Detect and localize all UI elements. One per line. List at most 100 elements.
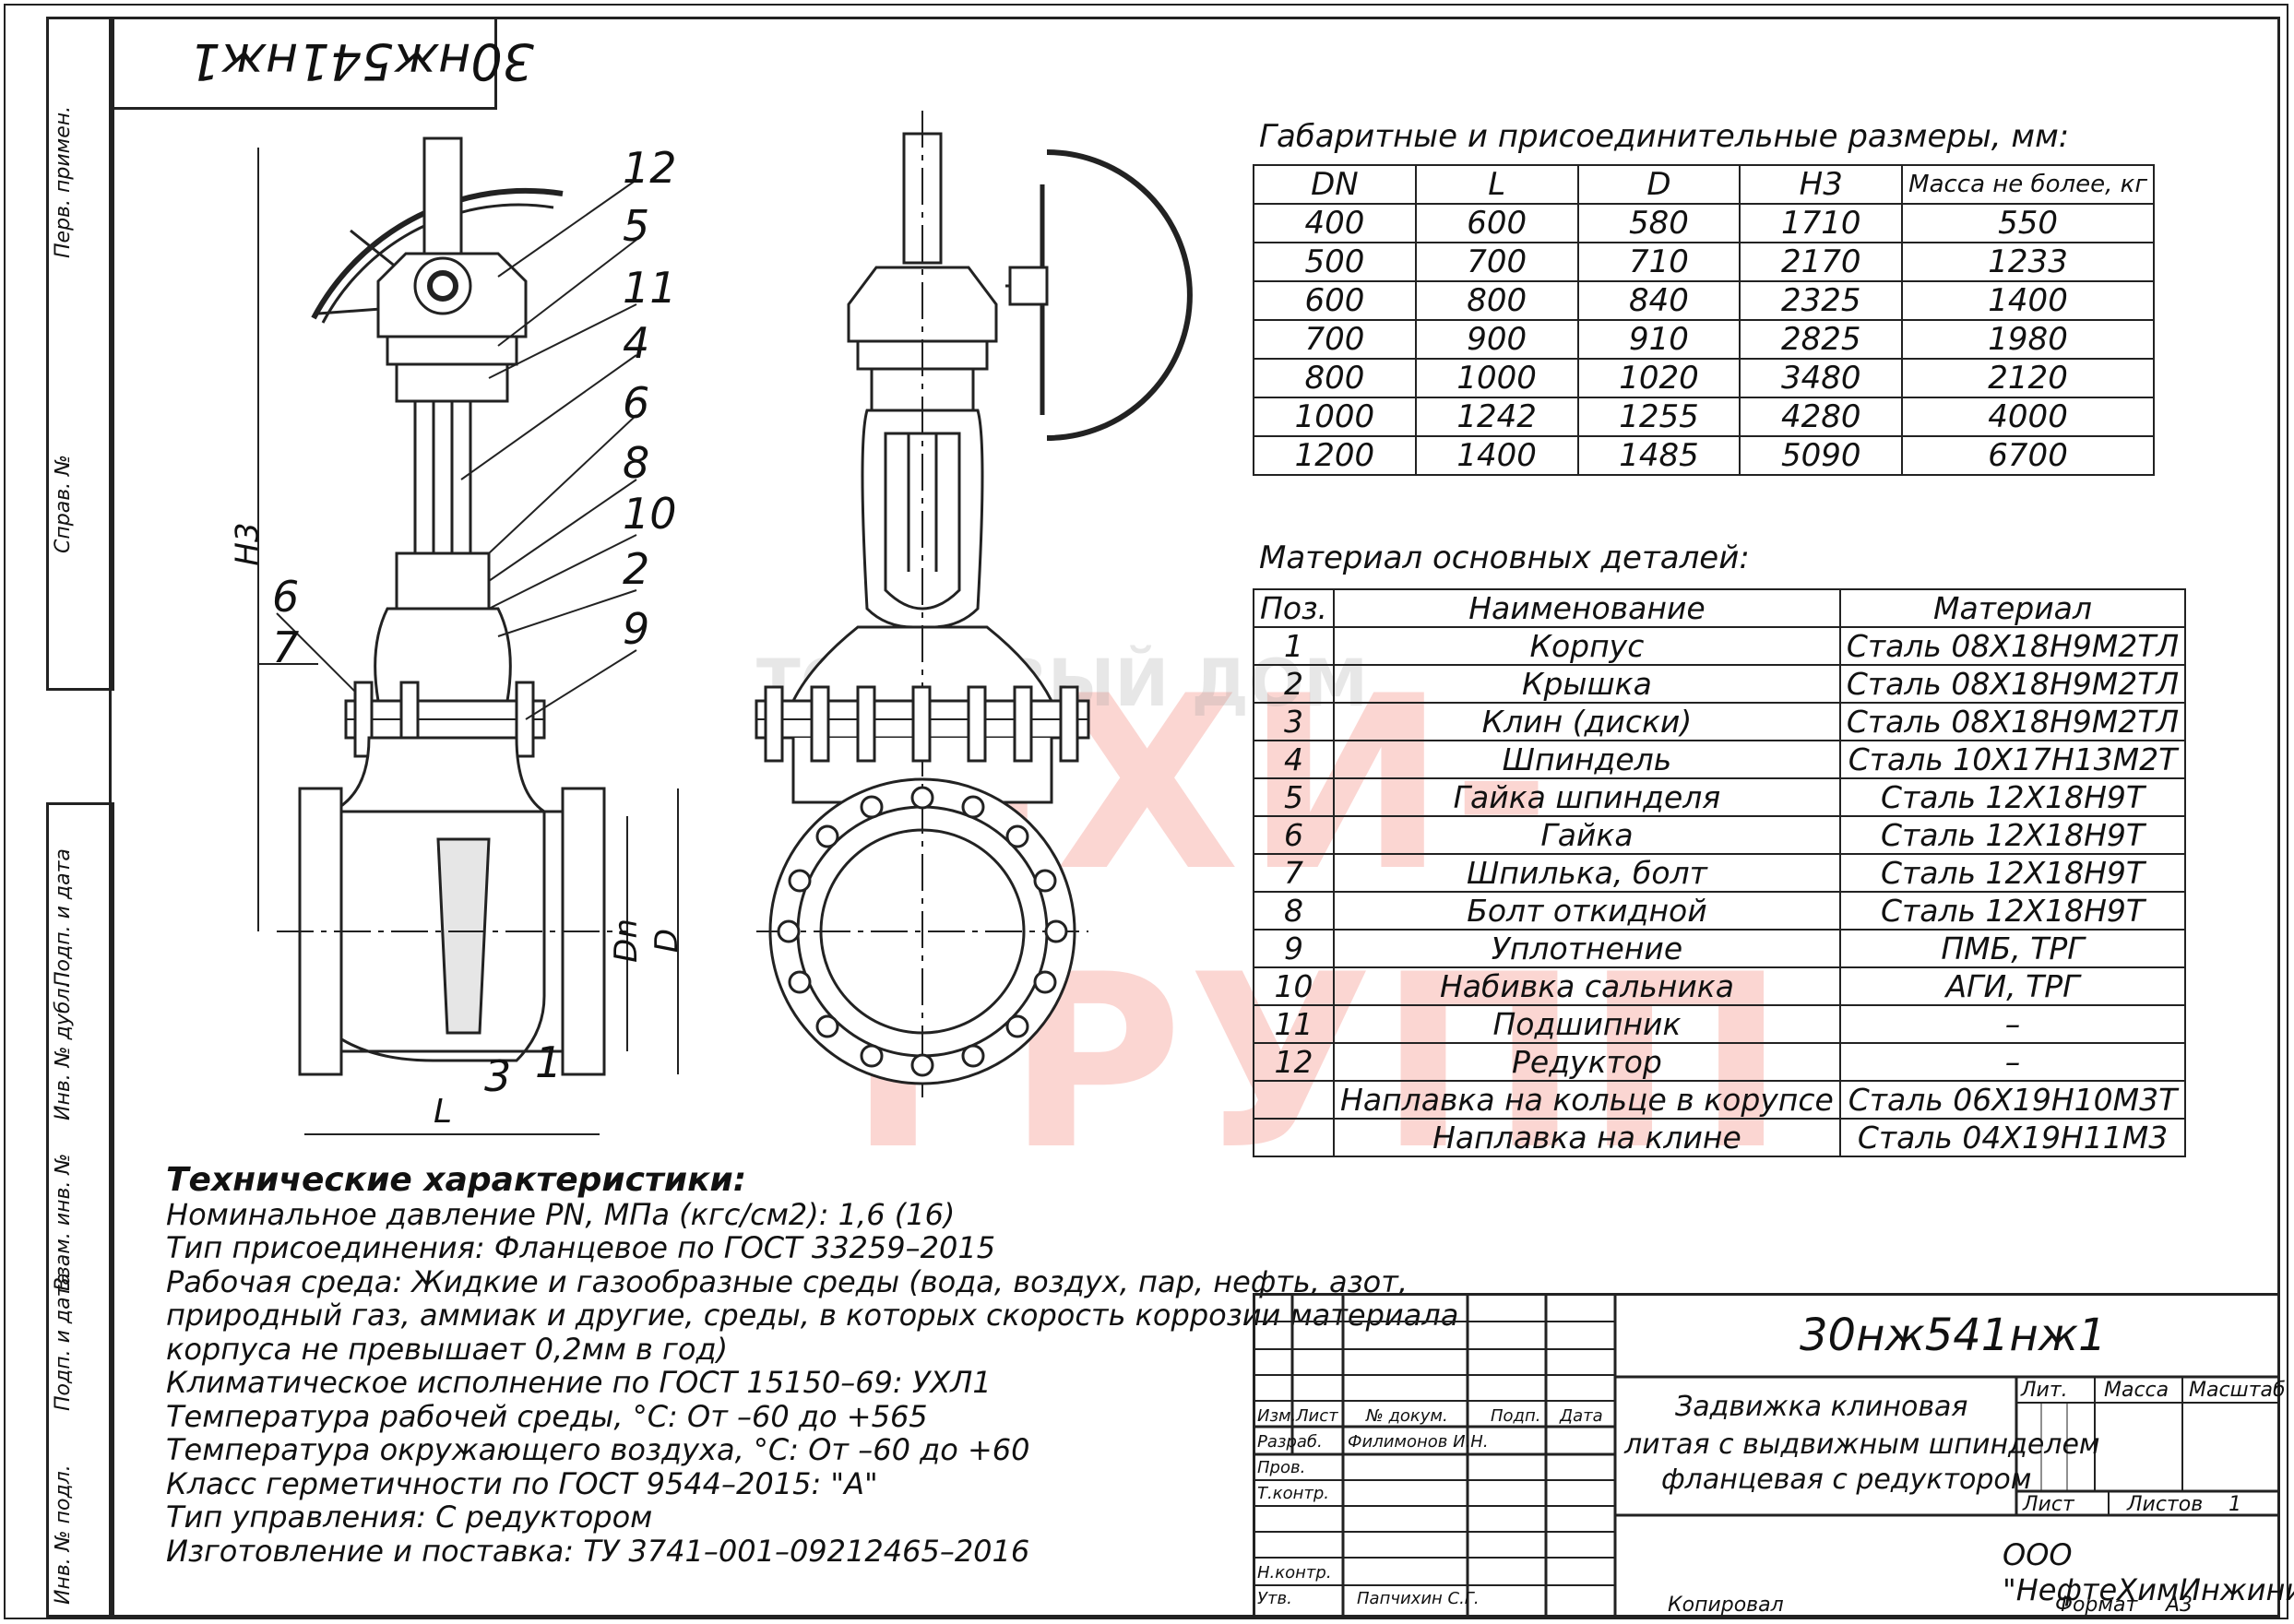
title-row-utv: Утв. bbox=[1257, 1589, 1292, 1608]
callout-1: 1 bbox=[535, 1037, 563, 1087]
dims-cell: 6700 bbox=[1901, 435, 2155, 476]
dim-d-label: D bbox=[648, 928, 686, 954]
dims-cell: 1980 bbox=[1901, 319, 2155, 360]
format-label: Формат bbox=[2055, 1594, 2138, 1617]
title-block: 30нж541нж1 Задвижка клиновая литая с выд… bbox=[1253, 1293, 2294, 1618]
dims-cell: 550 bbox=[1901, 203, 2155, 243]
materials-cell: Наплавка на кольце в корупсе bbox=[1333, 1080, 1841, 1120]
title-company: ООО "НефтеХимИнжиниринг" bbox=[2003, 1537, 2294, 1607]
code-box bbox=[109, 17, 497, 110]
title-block-grid bbox=[1255, 1296, 2277, 1615]
callout-6-left: 6 bbox=[272, 572, 300, 622]
specs-line: Изготовление и поставка: ТУ 3741–001–092… bbox=[166, 1533, 1030, 1569]
dims-cell: 840 bbox=[1576, 280, 1741, 321]
callout-9: 9 bbox=[623, 604, 650, 654]
materials-cell: Сталь 10Х17Н13М2Т bbox=[1838, 740, 2187, 779]
materials-cell: Сталь 06Х19Н10М3Т bbox=[1838, 1080, 2187, 1120]
materials-heading: Материал основных деталей: bbox=[1259, 539, 1750, 576]
specs-line: Климатическое исполнение по ГОСТ 15150–6… bbox=[166, 1365, 992, 1400]
title-col-list: Лист bbox=[1296, 1406, 1338, 1426]
specs-heading: Технические характеристики: bbox=[166, 1161, 747, 1199]
specs-line: корпуса не превышает 0,2мм в год) bbox=[166, 1331, 729, 1367]
sheet-border bbox=[4, 4, 2288, 1619]
dims-header-row: DN L D H3 Масса не более, кг bbox=[1253, 164, 2155, 205]
dims-cell: 1020 bbox=[1576, 358, 1741, 398]
specs-line: Температура окружающего воздуха, °С: От … bbox=[166, 1432, 1030, 1467]
dims-cell: 1710 bbox=[1739, 203, 1904, 243]
dims-cell: 1485 bbox=[1576, 435, 1741, 476]
title-code: 30нж541нж1 bbox=[1800, 1310, 2107, 1361]
title-col-sign: Подп. bbox=[1491, 1406, 1541, 1426]
title-lit-label: Лит. bbox=[2021, 1379, 2068, 1402]
specs-block: Технические характеристики: Номинальное … bbox=[166, 1161, 1458, 1569]
dims-cell: 4000 bbox=[1901, 397, 2155, 437]
materials-cell: Подшипник bbox=[1333, 1004, 1841, 1044]
dims-cell: 910 bbox=[1576, 319, 1741, 360]
dims-cell: 710 bbox=[1576, 242, 1741, 282]
dims-heading: Габаритные и присоединительные размеры, … bbox=[1259, 118, 2070, 155]
callout-12: 12 bbox=[623, 143, 677, 193]
dims-cell: 1242 bbox=[1414, 397, 1579, 437]
materials-cell: – bbox=[1838, 1004, 2187, 1044]
materials-cell bbox=[1252, 1118, 1336, 1157]
dims-cell: 2825 bbox=[1739, 319, 1904, 360]
materials-cell: Сталь 08Х18Н9М2ТЛ bbox=[1838, 664, 2187, 704]
materials-cell: 1 bbox=[1252, 626, 1336, 666]
handwheel-right bbox=[1046, 149, 1193, 441]
title-name-line1: Задвижка клиновая bbox=[1675, 1391, 1968, 1423]
title-row-nkontr: Н.контр. bbox=[1257, 1563, 1332, 1583]
materials-cell: Сталь 12Х18Н9Т bbox=[1838, 815, 2187, 855]
specs-line: Рабочая среда: Жидкие и газообразные сре… bbox=[166, 1263, 1408, 1299]
dims-header-h3: H3 bbox=[1739, 164, 1904, 205]
materials-cell: Сталь 08Х18Н9М2ТЛ bbox=[1838, 626, 2187, 666]
dims-cell: 1255 bbox=[1576, 397, 1741, 437]
dims-cell: 2325 bbox=[1739, 280, 1904, 321]
materials-cell: Гайка шпинделя bbox=[1333, 777, 1841, 817]
dims-cell: 1000 bbox=[1253, 397, 1417, 437]
materials-cell: 5 bbox=[1252, 777, 1336, 817]
dims-cell: 600 bbox=[1414, 203, 1579, 243]
dims-header-d: D bbox=[1576, 164, 1741, 205]
materials-cell: Сталь 12Х18Н9Т bbox=[1838, 853, 2187, 893]
left-strip-bottom bbox=[46, 802, 114, 1618]
left-strip-top bbox=[46, 17, 114, 691]
materials-cell: Редуктор bbox=[1333, 1042, 1841, 1082]
materials-cell: 11 bbox=[1252, 1004, 1336, 1044]
callout-11: 11 bbox=[623, 263, 677, 313]
title-mass-label: Масса bbox=[2104, 1379, 2169, 1402]
title-name-line3: фланцевая с редуктором bbox=[1661, 1464, 2032, 1496]
materials-cell: ПМБ, ТРГ bbox=[1838, 929, 2187, 968]
materials-header-row: Поз. Наименование Материал bbox=[1252, 588, 2187, 628]
specs-line: Температура рабочей среды, °С: От –60 до… bbox=[166, 1398, 928, 1434]
materials-cell: 7 bbox=[1252, 853, 1336, 893]
materials-cell: Уплотнение bbox=[1333, 929, 1841, 968]
materials-cell bbox=[1252, 1080, 1336, 1120]
dims-cell: 1233 bbox=[1901, 242, 2155, 282]
title-sheets-label: Листов bbox=[2127, 1493, 2204, 1516]
title-developer: Филимонов И.Н. bbox=[1348, 1432, 1489, 1452]
materials-cell: Сталь 04Х19Н11М3 bbox=[1838, 1118, 2187, 1157]
materials-cell: – bbox=[1838, 1042, 2187, 1082]
materials-cell: 4 bbox=[1252, 740, 1336, 779]
dims-cell: 700 bbox=[1253, 319, 1417, 360]
title-col-date: Дата bbox=[1560, 1406, 1603, 1426]
dim-h3-label: Н3 bbox=[229, 522, 267, 566]
dims-cell: 600 bbox=[1253, 280, 1417, 321]
materials-cell: 2 bbox=[1252, 664, 1336, 704]
materials-cell: Шпилька, болт bbox=[1333, 853, 1841, 893]
